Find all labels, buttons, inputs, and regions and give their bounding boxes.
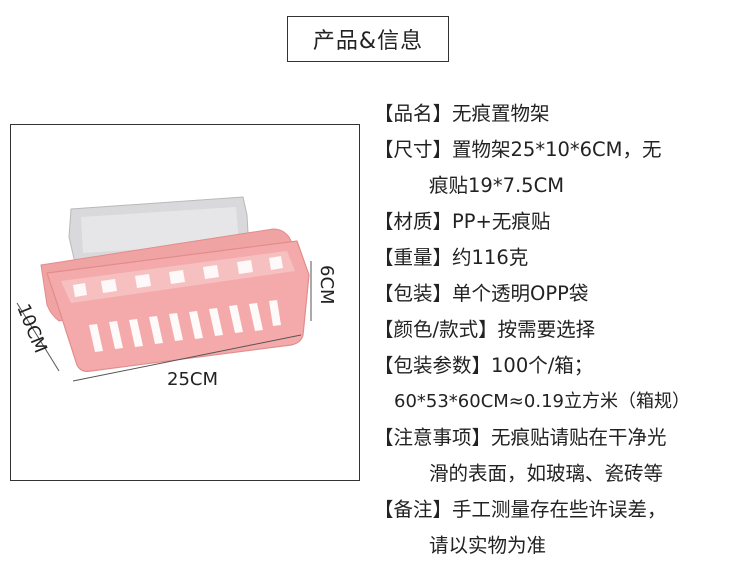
spec-label: 【重量】 [374,246,453,269]
page-title: 产品&信息 [287,16,449,62]
dim-height-label: 6CM [316,265,337,305]
spec-name: 【品名】 无痕置物架 [374,96,746,132]
spec-color: 【颜色/款式】 按需要选择 [374,312,746,348]
spec-package-params-cont: 60*53*60CM≈0.19立方米（箱规） [374,384,746,420]
spec-material: 【材质】 PP+无痕贴 [374,204,746,240]
spec-label: 【包装参数】 [374,354,492,377]
spec-value: 约116克 [452,246,529,269]
spec-value: 100个/箱； [491,354,594,377]
spec-value: 无痕贴请贴在干净光 [491,426,667,449]
spec-notice: 【注意事项】 无痕贴请贴在干净光 [374,420,746,456]
spec-value: 请以实物为准 [429,534,547,557]
product-photo: 25CM 10CM 6CM [12,196,337,390]
spec-value: PP+无痕贴 [452,210,551,233]
spec-list: 【品名】 无痕置物架 【尺寸】 置物架25*10*6CM，无 痕贴19*7.5C… [374,96,746,564]
spec-label: 【包装】 [374,282,453,305]
spec-value: 单个透明OPP袋 [452,282,589,305]
spec-remark-cont: 请以实物为准 [374,528,746,564]
spec-label: 【尺寸】 [374,138,453,161]
spec-value: 手工测量存在些许误差， [452,498,667,521]
spec-value: 60*53*60CM≈0.19立方米（箱规） [394,391,690,412]
spec-remark: 【备注】 手工测量存在些许误差， [374,492,746,528]
spec-weight: 【重量】 约116克 [374,240,746,276]
spec-label: 【颜色/款式】 [374,318,498,341]
spec-label: 【材质】 [374,210,453,233]
spec-label: 【备注】 [374,498,453,521]
dim-width-label: 10CM [12,301,51,356]
spec-value: 滑的表面，如玻璃、瓷砖等 [429,462,664,485]
spec-package-params: 【包装参数】 100个/箱； [374,348,746,384]
spec-notice-cont: 滑的表面，如玻璃、瓷砖等 [374,456,746,492]
spec-value: 痕贴19*7.5CM [429,174,565,197]
spec-value: 置物架25*10*6CM，无 [452,138,662,161]
basket-slots [89,300,281,352]
spec-label: 【注意事项】 [374,426,492,449]
spec-size: 【尺寸】 置物架25*10*6CM，无 [374,132,746,168]
spec-value: 按需要选择 [497,318,596,341]
spec-package: 【包装】 单个透明OPP袋 [374,276,746,312]
spec-size-cont: 痕贴19*7.5CM [374,168,746,204]
spec-label: 【品名】 [374,102,453,125]
product-photo-frame: 25CM 10CM 6CM [10,124,360,481]
dim-length-label: 25CM [167,369,218,390]
spec-value: 无痕置物架 [452,102,550,125]
